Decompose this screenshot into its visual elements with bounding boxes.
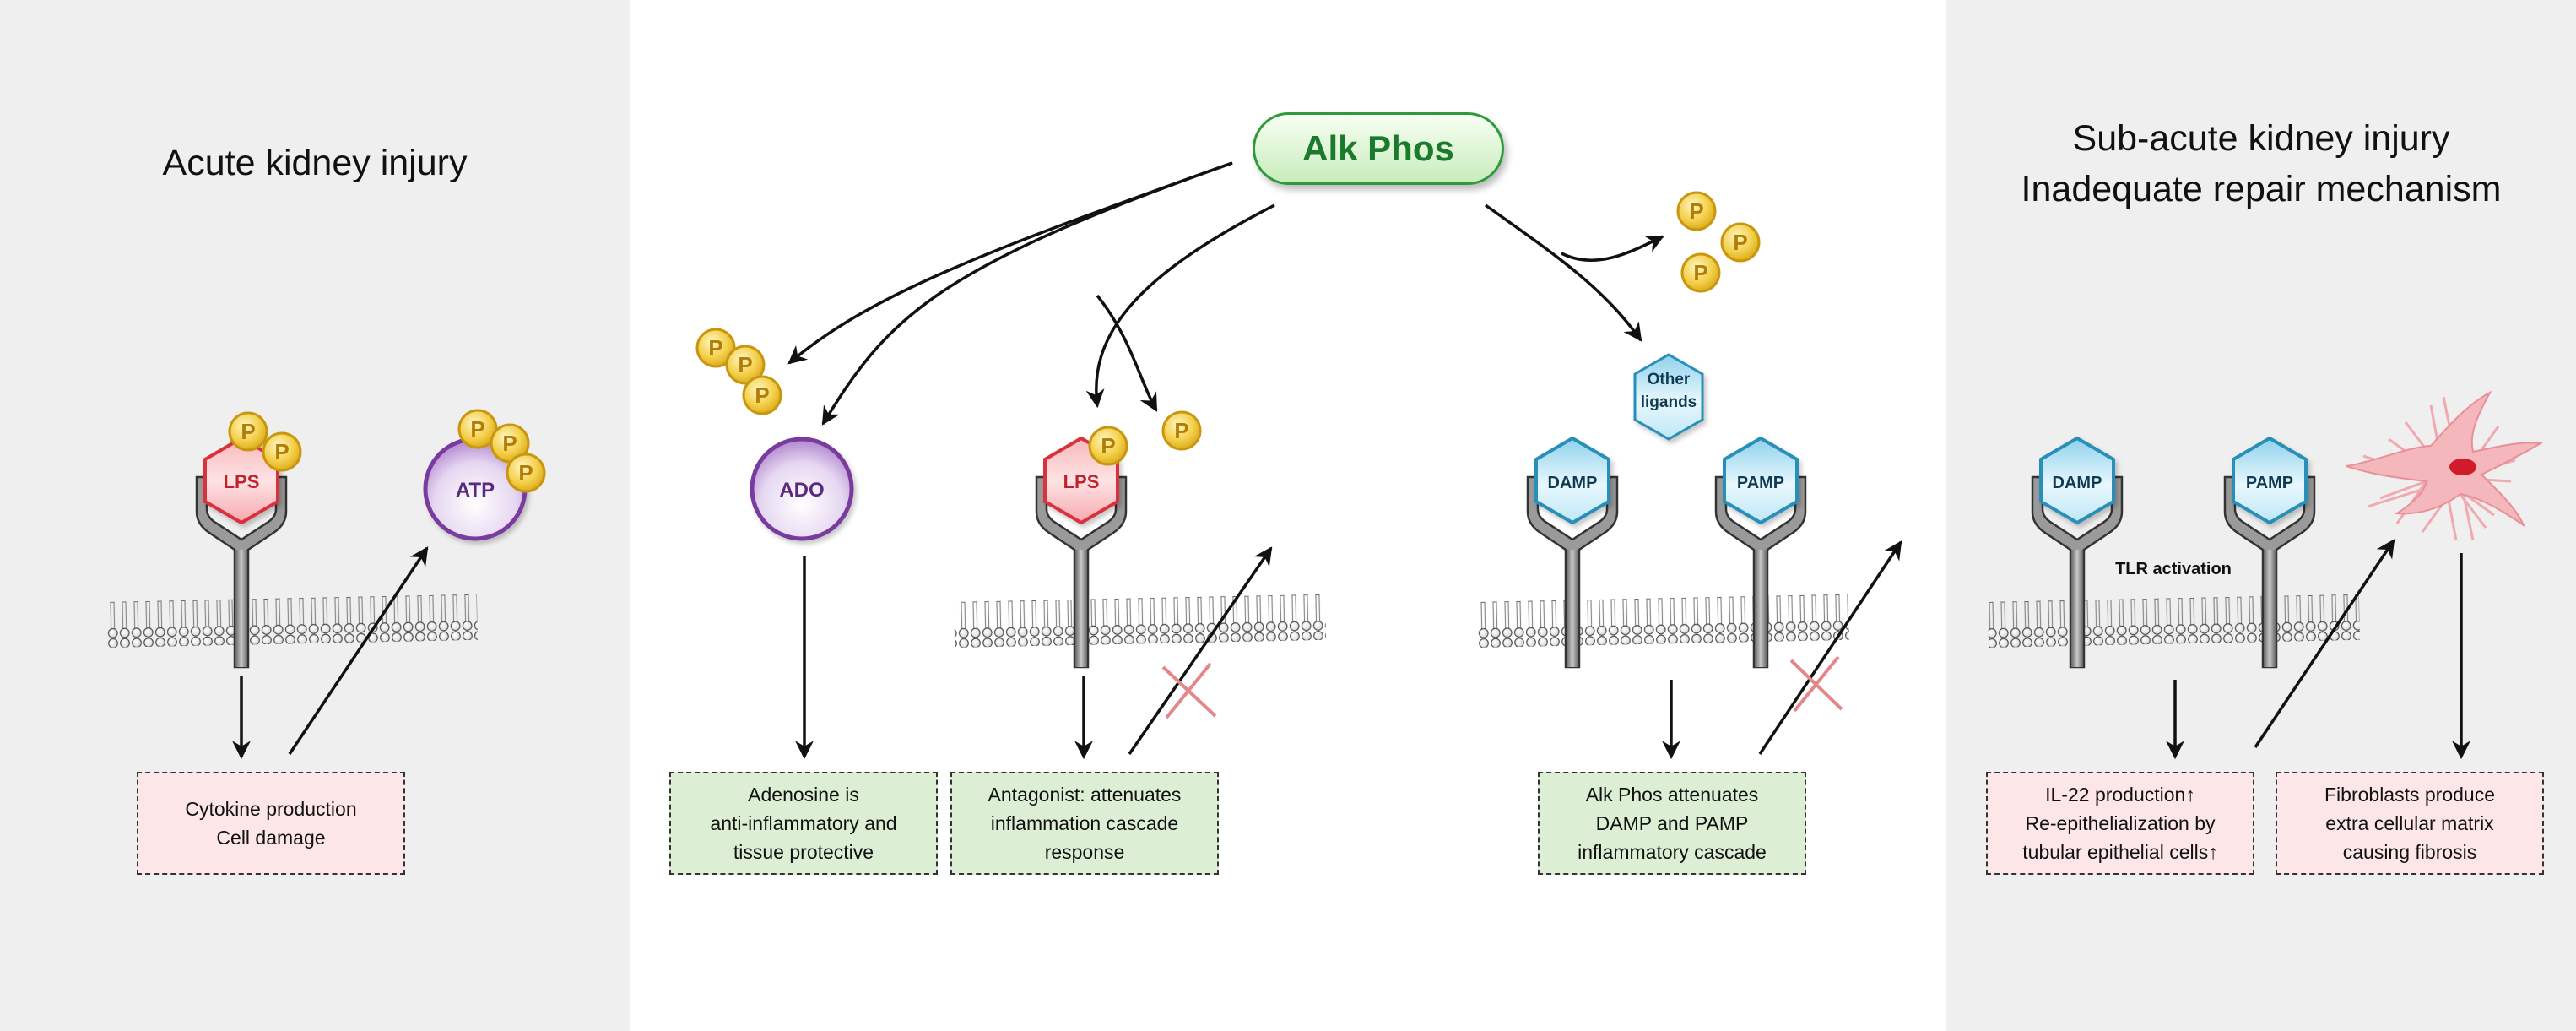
phosphate-icon-free: P bbox=[1161, 410, 1202, 451]
svg-text:P: P bbox=[738, 352, 752, 377]
arrow-alkphos-to-other-ligands bbox=[1484, 203, 1642, 342]
block-cross-icon-center-left bbox=[1161, 662, 1217, 719]
arrow-blocked-center-right bbox=[1758, 540, 1902, 755]
phosphate-icon: P bbox=[1676, 191, 1717, 231]
svg-text:P: P bbox=[1689, 198, 1703, 224]
ado-molecule: ADO bbox=[750, 437, 854, 541]
phosphate-icon: P bbox=[742, 375, 782, 415]
pamp-receptor-right: PAMP bbox=[2223, 436, 2316, 669]
phosphate-group-atp: P P P bbox=[457, 409, 546, 493]
tlr-activation-label: TLR activation bbox=[2115, 560, 2232, 578]
lps-label-left: LPS bbox=[224, 471, 260, 492]
phosphate-icon: P bbox=[262, 431, 302, 472]
damp-label-right: DAMP bbox=[2053, 474, 2102, 492]
svg-text:P: P bbox=[1174, 418, 1188, 443]
other-ligands-label: Other bbox=[1648, 371, 1691, 388]
other-ligands-molecule: Other ligands bbox=[1633, 353, 1704, 441]
damp-receptor-right: DAMP bbox=[2031, 436, 2124, 669]
damp-receptor-center: DAMP bbox=[1526, 436, 1619, 669]
arrow-to-atp bbox=[288, 546, 429, 755]
membrane-right bbox=[1988, 594, 2361, 648]
svg-text:P: P bbox=[518, 460, 533, 486]
arrow-to-fibroblast bbox=[2254, 539, 2395, 748]
pamp-label-center: PAMP bbox=[1737, 474, 1784, 492]
arrow-blocked-center-left bbox=[1128, 546, 1273, 755]
pamp-label-right: PAMP bbox=[2246, 474, 2293, 492]
phosphate-icon: P bbox=[725, 345, 766, 385]
phosphate-icon: P bbox=[228, 411, 268, 452]
phosphate-icon: P bbox=[506, 453, 546, 493]
svg-text:P: P bbox=[1733, 230, 1747, 255]
phosphate-icon: P bbox=[457, 409, 498, 449]
phosphate-icon: P bbox=[1720, 222, 1761, 263]
fibroblast-cell-icon bbox=[2346, 390, 2544, 541]
arrow-to-free-phosphate bbox=[1096, 294, 1158, 412]
arrow-alkphos-to-phosphates-left bbox=[787, 161, 1233, 365]
other-ligands-label: ligands bbox=[1641, 393, 1697, 411]
svg-text:P: P bbox=[1693, 260, 1707, 285]
block-cross-icon-center-right bbox=[1789, 655, 1843, 713]
svg-text:P: P bbox=[708, 335, 722, 361]
svg-text:P: P bbox=[755, 383, 769, 408]
svg-text:P: P bbox=[502, 431, 517, 456]
atp-label: ATP bbox=[456, 479, 495, 502]
svg-text:P: P bbox=[241, 419, 255, 444]
phosphate-icon: P bbox=[695, 328, 736, 368]
phosphate-group-lps-left: P P bbox=[228, 411, 302, 472]
pamp-receptor-center: PAMP bbox=[1714, 436, 1807, 669]
arrow-alkphos-to-lps bbox=[1085, 203, 1275, 409]
arrow-alkphos-to-ado bbox=[821, 161, 1233, 426]
phosphate-group-released: P P P bbox=[1676, 191, 1761, 293]
ado-label: ADO bbox=[779, 479, 824, 502]
phosphate-icon: P bbox=[490, 423, 530, 464]
membrane-center-lps bbox=[954, 594, 1327, 648]
lps-receptor-left: LPS bbox=[195, 436, 288, 669]
svg-text:P: P bbox=[1101, 433, 1115, 459]
damp-label-center: DAMP bbox=[1548, 474, 1598, 492]
phosphate-group-left-center: P P P bbox=[695, 328, 782, 415]
membrane-center-damp bbox=[1477, 594, 1850, 648]
membrane-left bbox=[106, 594, 479, 648]
arrow-to-released-phosphates bbox=[1561, 235, 1664, 262]
phosphate-icon-lps-center: P bbox=[1088, 426, 1128, 466]
phosphate-icon: P bbox=[1680, 252, 1721, 293]
lps-label-center: LPS bbox=[1063, 471, 1100, 492]
left-panel-background bbox=[0, 0, 630, 1031]
svg-text:P: P bbox=[274, 439, 289, 464]
svg-text:P: P bbox=[470, 416, 484, 442]
